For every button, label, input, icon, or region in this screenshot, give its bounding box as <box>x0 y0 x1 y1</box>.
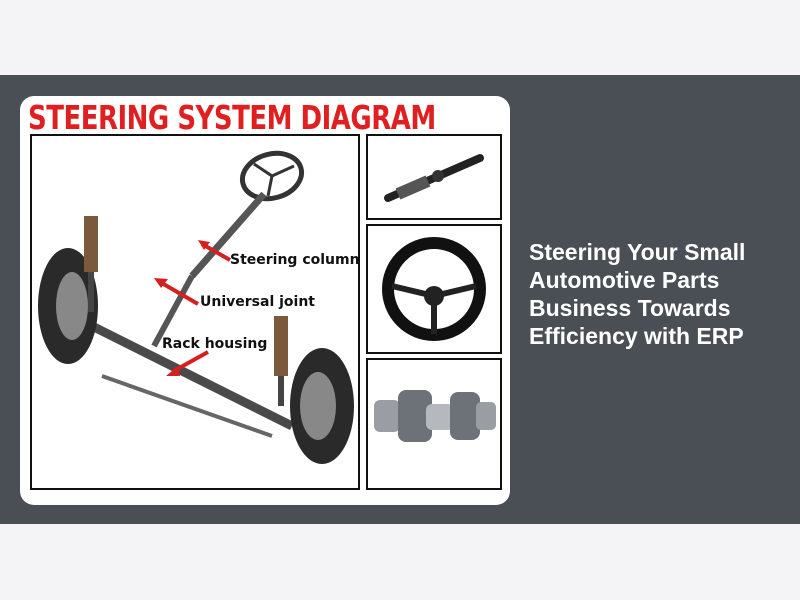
steering-diagram-image: STEERING SYSTEM DIAGRAM <box>20 96 510 505</box>
diagram-title: STEERING SYSTEM DIAGRAM <box>28 100 436 138</box>
steering-wheel-illustration <box>382 237 486 341</box>
thumb-steering-wheel <box>366 224 502 354</box>
label-universal-joint: Universal joint <box>200 294 315 310</box>
label-rack-housing: Rack housing <box>162 336 268 352</box>
diagram-main-panel: Steering column Universal joint Rack hou… <box>30 134 360 490</box>
thumb-steering-shaft <box>366 134 502 220</box>
steering-assembly-illustration <box>38 150 354 464</box>
steering-shaft-illustration <box>384 154 484 202</box>
page-headline: Steering Your Small Automotive Parts Bus… <box>529 239 746 349</box>
universal-joint-illustration <box>374 390 496 442</box>
thumb-universal-joint <box>366 358 502 490</box>
label-steering-column: Steering column <box>230 252 360 268</box>
